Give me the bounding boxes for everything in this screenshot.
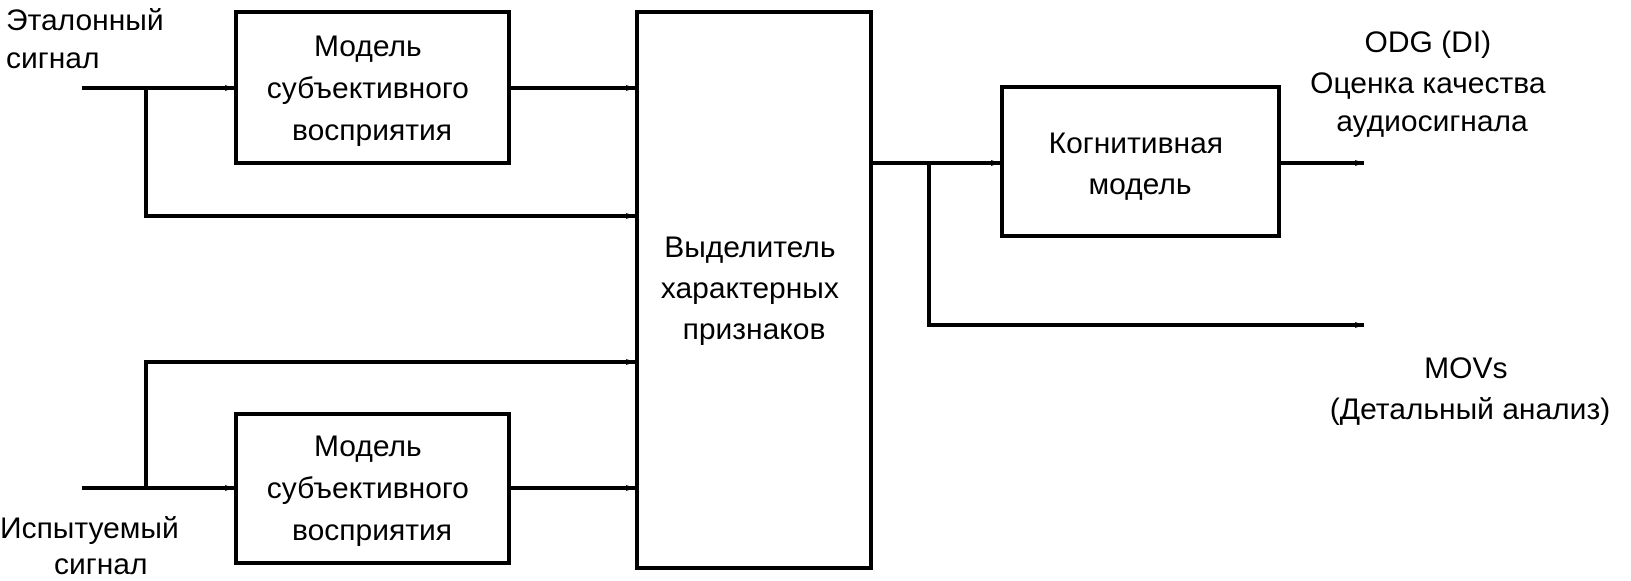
reference-bypass-line: [144, 88, 635, 219]
cognitive-model-box: [1000, 85, 1281, 238]
movs-output-label: MOVs (Детальный анализ): [1330, 352, 1610, 426]
reference-signal-label: Эталонный сигнал: [6, 4, 172, 75]
test-bypass-line: [144, 359, 635, 488]
perceptual-model-top-label: Модель субъективного восприятия: [267, 30, 477, 147]
cognitive-model-label: Когнитивная модель: [1049, 127, 1232, 201]
odg-output-label: ODG (DI) Оценка качества аудиосигнала: [1310, 26, 1554, 138]
movs-output-line: [927, 163, 1364, 328]
feature-extractor-box: [635, 10, 873, 570]
test-signal-label: Испытуемый сигнал: [0, 512, 187, 581]
feature-extractor-label: Выделитель характерных признаков: [661, 231, 847, 346]
perceptual-model-bottom-label: Модель субъективного восприятия: [267, 430, 477, 547]
